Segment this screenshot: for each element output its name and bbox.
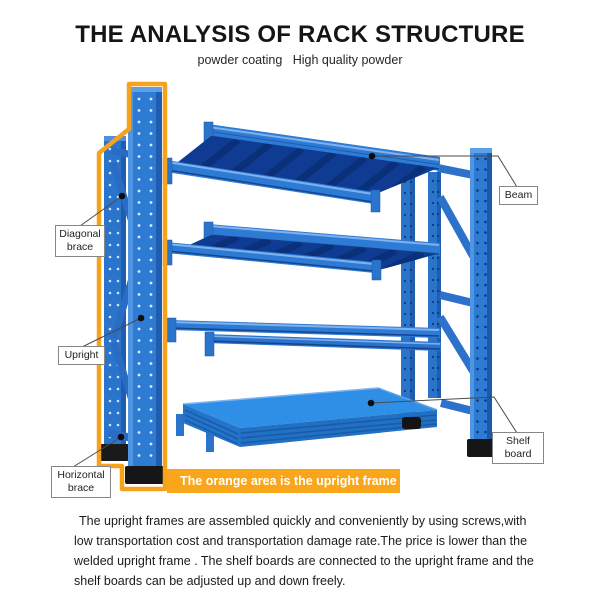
shelf-level-1 <box>162 121 440 213</box>
paragraph-line: The upright frames are assembled quickly… <box>79 514 527 528</box>
label-text: brace <box>66 241 94 253</box>
label-horizontal-brace: Horizontal brace <box>51 466 111 498</box>
middle-post-foot <box>402 417 421 429</box>
beam-level-3 <box>165 317 441 357</box>
bottom-shelf-board <box>176 387 438 452</box>
highlight-banner: The orange area is the upright frame <box>167 469 400 493</box>
rack-frame-braces <box>436 164 477 415</box>
description-paragraph: The upright frames are assembled quickly… <box>74 511 534 591</box>
label-text: brace <box>67 482 95 494</box>
label-text: Shelf <box>506 435 530 447</box>
rack-middle-rear-post <box>428 172 441 398</box>
shelf-level-2 <box>162 221 440 281</box>
label-upright: Upright <box>58 346 105 365</box>
rack-middle-front-post <box>401 176 415 416</box>
subtitle: powder coating High quality powder <box>197 53 403 67</box>
label-diagonal-brace: Diagonal brace <box>55 225 105 257</box>
paragraph-line: welded upright frame . The shelf boards … <box>74 554 534 568</box>
label-text: Horizontal <box>57 469 105 481</box>
rear-post-foot <box>100 444 129 461</box>
label-beam: Beam <box>499 186 538 205</box>
paragraph-line: low transportation cost and transportati… <box>74 534 528 548</box>
label-text: Beam <box>504 189 533 201</box>
label-text: board <box>504 448 532 460</box>
label-shelf-board: Shelf board <box>492 432 544 464</box>
label-text: Diagonal <box>59 228 101 240</box>
right-post-foot <box>467 439 494 457</box>
page-title: THE ANALYSIS OF RACK STRUCTURE <box>75 21 525 48</box>
paragraph-line: shelf boards can be adjusted up and down… <box>74 574 346 588</box>
upright-frame-highlight-outline <box>96 81 168 492</box>
leader-lines <box>72 155 518 468</box>
left-upright-frame <box>100 87 164 484</box>
front-post-foot <box>125 466 164 484</box>
rack-right-post <box>467 148 494 457</box>
label-text: Upright <box>64 349 99 361</box>
label-anchor-dots <box>117 152 376 441</box>
